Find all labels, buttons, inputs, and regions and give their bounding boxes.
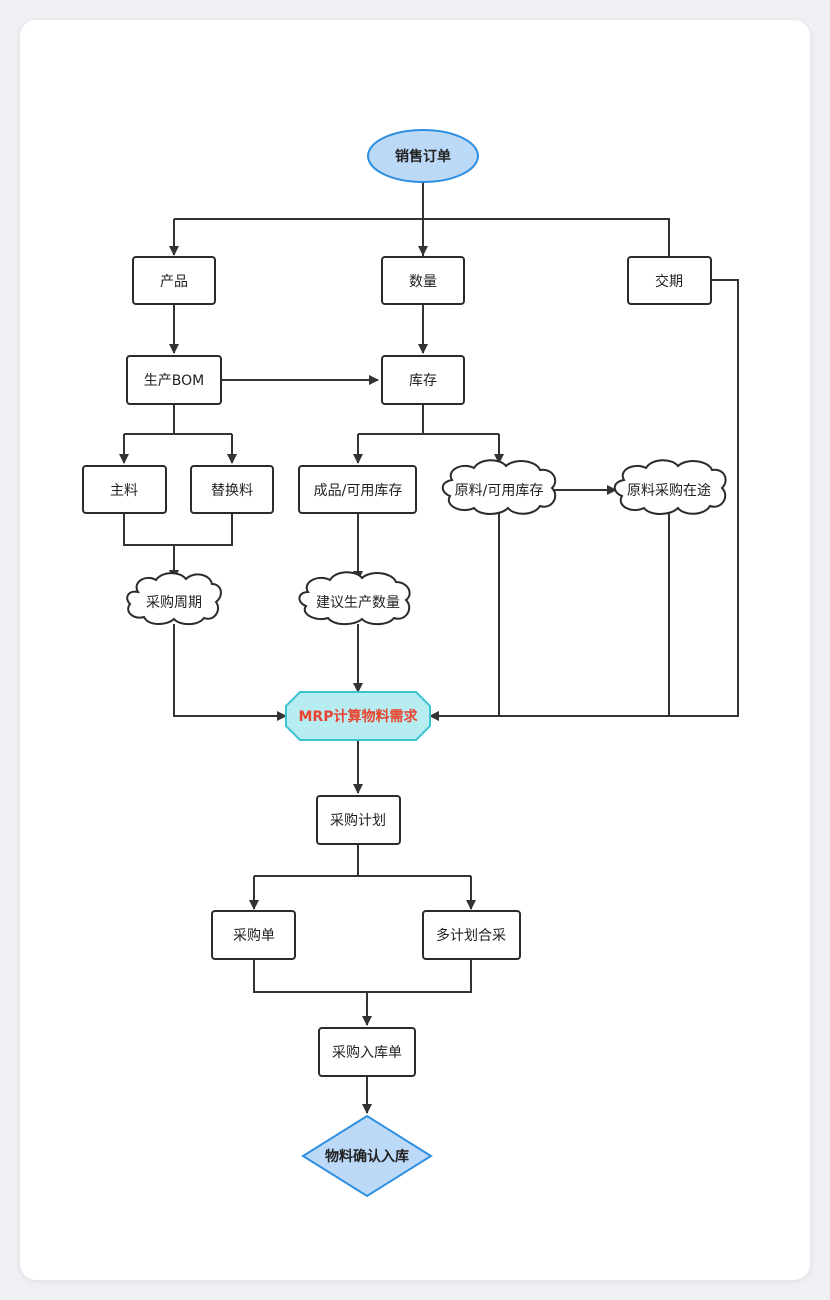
edge-bom-split <box>123 404 233 463</box>
node-label: 产品 <box>160 274 188 290</box>
node-label: 销售订单 <box>395 148 451 165</box>
node-substitute-material: 替换料 <box>190 465 274 514</box>
node-product: 产品 <box>132 256 216 305</box>
node-suggested-production: 建议生产数量 <box>298 571 411 626</box>
node-purchase-cycle: 采购周期 <box>126 572 222 626</box>
node-label: 成品/可用库存 <box>314 483 403 499</box>
node-quantity: 数量 <box>381 256 465 305</box>
node-inventory: 库存 <box>381 355 465 405</box>
edge-cycle-mrp <box>173 624 287 721</box>
edge-plan-split <box>253 845 472 909</box>
edge-branch-bar <box>174 218 670 257</box>
node-delivery: 交期 <box>627 256 712 305</box>
node-label: 数量 <box>409 274 437 290</box>
node-label: 替换料 <box>211 482 253 499</box>
node-label: 交期 <box>655 273 683 290</box>
cloud-shape <box>441 459 557 515</box>
node-label: MRP计算物料需求 <box>299 708 419 725</box>
edge-delivery-mrp <box>429 279 739 721</box>
node-purchase-receipt: 采购入库单 <box>318 1027 416 1077</box>
node-multi-plan-merge: 多计划合采 <box>422 910 521 960</box>
node-purchase-plan: 采购计划 <box>316 795 401 845</box>
edges <box>119 182 739 1114</box>
node-label: 主料 <box>110 483 138 499</box>
node-confirm-receipt: 物料确认入库 <box>301 1114 433 1198</box>
cloud-shape <box>298 571 411 626</box>
node-label: 采购单 <box>233 928 275 944</box>
node-label: 建议生产数量 <box>316 595 400 611</box>
start-ellipse <box>367 129 479 183</box>
node-production-bom: 生产BOM <box>126 355 222 405</box>
edge-orders-merge <box>253 959 472 1025</box>
node-label: 采购周期 <box>146 595 202 611</box>
node-label: 生产BOM <box>144 373 204 389</box>
node-raw-inventory: 原料/可用库存 <box>441 459 557 515</box>
node-main-material: 主料 <box>82 465 167 514</box>
node-purchase-order: 采购单 <box>211 910 296 960</box>
node-label: 采购计划 <box>330 813 386 829</box>
node-label: 库存 <box>409 373 437 389</box>
node-label: 采购入库单 <box>332 1045 402 1061</box>
node-label: 原料/可用库存 <box>455 483 544 499</box>
cloud-shape <box>126 572 222 626</box>
node-finished-inventory: 成品/可用库存 <box>298 465 417 514</box>
diamond-shape <box>301 1114 433 1198</box>
node-raw-in-transit: 原料采购在途 <box>613 459 727 515</box>
node-label: 原料采购在途 <box>627 482 711 499</box>
node-mrp: MRP计算物料需求 <box>285 691 431 741</box>
edge-materials-merge <box>123 513 233 579</box>
node-label: 多计划合采 <box>436 927 506 944</box>
cloud-shape <box>613 459 727 515</box>
octagon-shape <box>285 691 431 741</box>
node-sales-order: 销售订单 <box>367 129 479 183</box>
node-label: 物料确认入库 <box>325 1148 409 1165</box>
edge-inventory-split <box>357 404 500 463</box>
